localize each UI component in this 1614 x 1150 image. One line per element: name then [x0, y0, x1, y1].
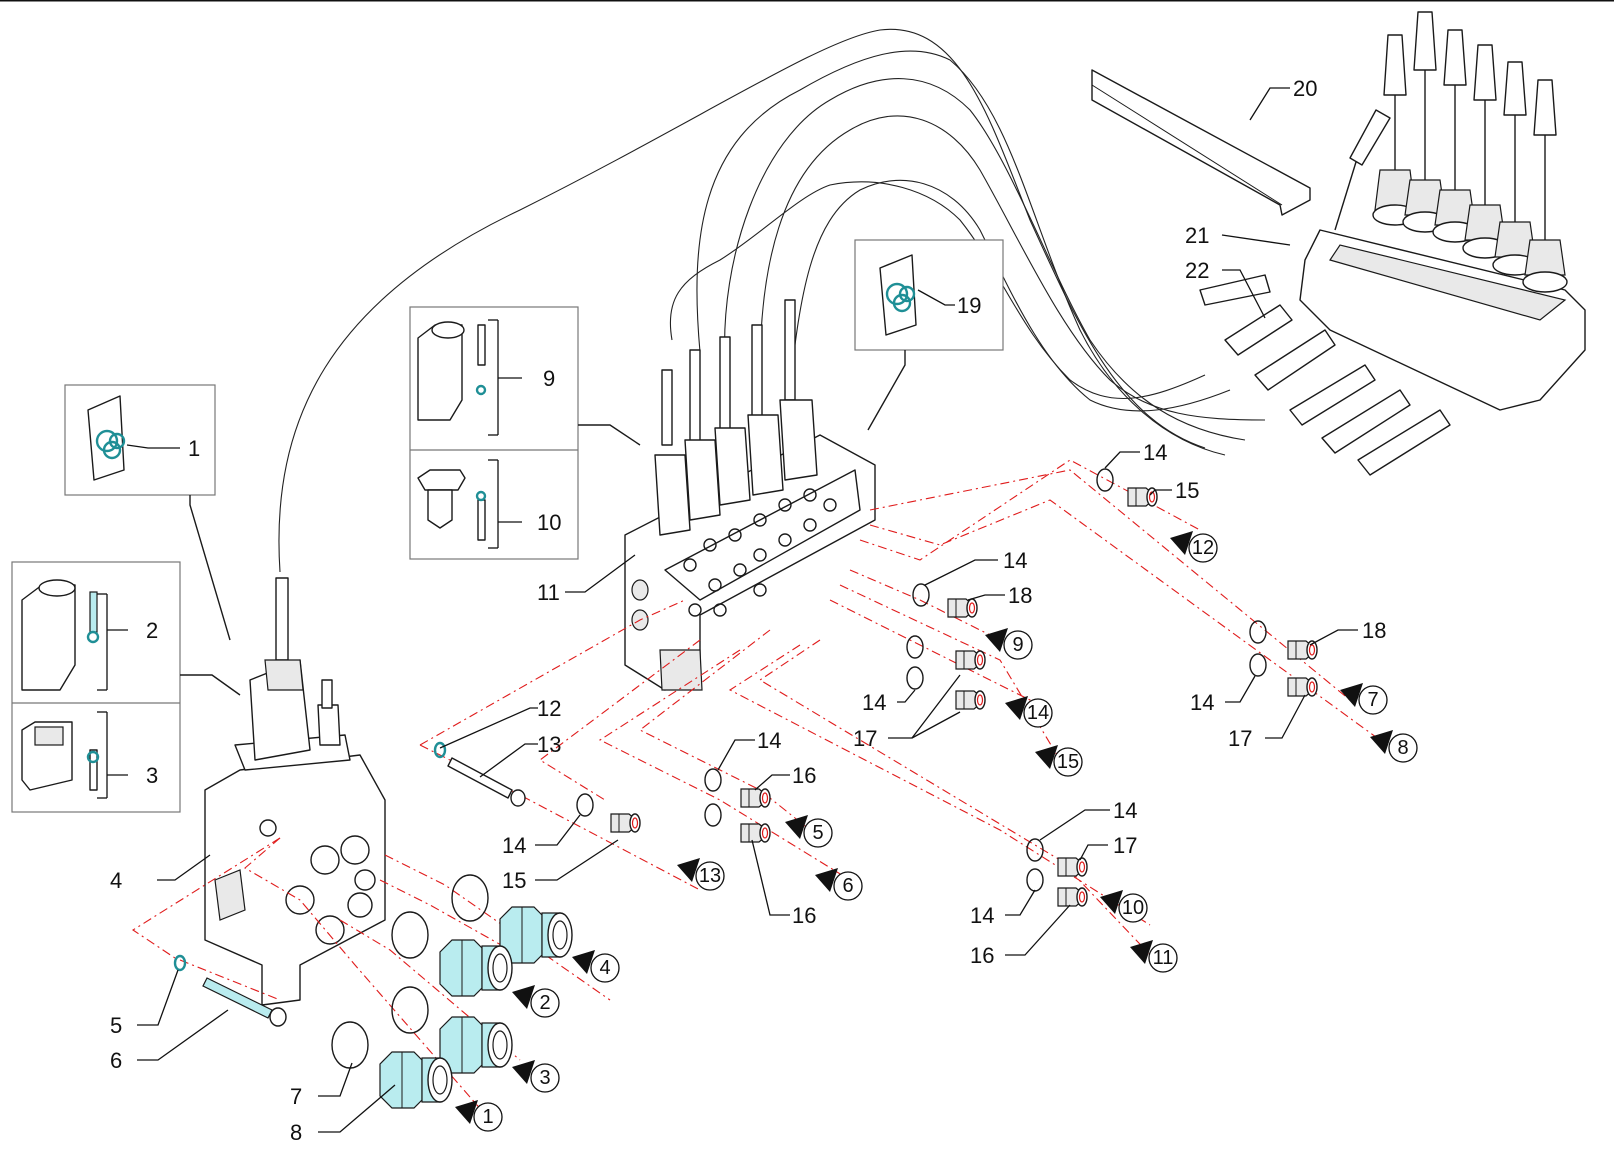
label-2: 2	[146, 618, 158, 643]
svg-text:9: 9	[1012, 634, 1023, 656]
svg-text:4: 4	[599, 957, 610, 979]
valve-block-11	[624, 299, 876, 691]
marker-8: 8	[1370, 730, 1418, 763]
marker-10: 10	[1100, 890, 1148, 923]
label-16-c: 16	[970, 943, 994, 968]
control-cables	[278, 28, 1266, 573]
kit-box-2-3	[11, 561, 241, 813]
label-8: 8	[290, 1120, 302, 1145]
svg-text:6: 6	[842, 875, 853, 897]
svg-text:3: 3	[539, 1067, 550, 1089]
marker-14: 14	[1005, 696, 1053, 728]
port-markers: 1 2 3 4 5 6 7 8 9 10 11 12 13 14 15	[455, 531, 1418, 1132]
label-14-a: 14	[502, 833, 526, 858]
label-9: 9	[543, 366, 555, 391]
label-15-b: 15	[1175, 478, 1199, 503]
svg-text:1: 1	[482, 1106, 493, 1128]
marker-1: 1	[455, 1100, 503, 1132]
svg-text:12: 12	[1192, 537, 1214, 559]
marker-6: 6	[815, 868, 863, 901]
joystick-control-unit	[1091, 11, 1586, 476]
kit-box-19	[854, 239, 1004, 431]
callout-leaders	[137, 87, 1358, 1133]
label-3: 3	[146, 763, 158, 788]
label-14-b: 14	[757, 728, 781, 753]
marker-7: 7	[1340, 683, 1388, 715]
label-16-a: 16	[792, 763, 816, 788]
svg-text:7: 7	[1367, 689, 1378, 711]
label-14-g: 14	[1113, 798, 1137, 823]
marker-4: 4	[572, 950, 620, 983]
label-14-f: 14	[1190, 690, 1214, 715]
kit-box-1	[64, 384, 231, 641]
label-17-c: 17	[1113, 833, 1137, 858]
valve-block-4	[204, 577, 386, 1006]
label-4: 4	[110, 868, 122, 893]
label-17-a: 17	[853, 726, 877, 751]
label-7: 7	[290, 1084, 302, 1109]
marker-3: 3	[512, 1060, 560, 1093]
label-18-a: 18	[1008, 583, 1032, 608]
label-5: 5	[110, 1013, 122, 1038]
label-17-b: 17	[1228, 726, 1252, 751]
label-13: 13	[537, 732, 561, 757]
svg-text:11: 11	[1153, 947, 1174, 969]
label-14-c: 14	[1003, 548, 1027, 573]
label-10: 10	[537, 510, 561, 535]
label-14-e: 14	[1143, 440, 1167, 465]
svg-text:2: 2	[539, 992, 550, 1014]
label-12: 12	[537, 696, 561, 721]
marker-12: 12	[1170, 531, 1218, 563]
label-16-b: 16	[792, 903, 816, 928]
svg-text:15: 15	[1057, 751, 1079, 773]
marker-2: 2	[512, 985, 560, 1018]
svg-text:5: 5	[812, 822, 823, 844]
label-22: 22	[1185, 258, 1209, 283]
label-18-b: 18	[1362, 618, 1386, 643]
label-21: 21	[1185, 223, 1209, 248]
kit-box-9-10	[409, 306, 641, 560]
seals-and-fittings	[173, 468, 1318, 1109]
svg-text:14: 14	[1027, 702, 1049, 724]
marker-9: 9	[985, 628, 1033, 660]
part-numbers: 1 2 3 4 5 6 7 8 9 10 11 12 13 14 14 14 1…	[110, 76, 1386, 1145]
svg-text:13: 13	[699, 865, 721, 887]
label-20: 20	[1293, 76, 1317, 101]
label-14-h: 14	[970, 903, 994, 928]
svg-text:8: 8	[1397, 737, 1408, 759]
assembly-dashed-lines	[131, 459, 1381, 1121]
marker-5: 5	[785, 815, 833, 848]
marker-13: 13	[677, 858, 725, 891]
label-11: 11	[537, 580, 560, 605]
label-14-d: 14	[862, 690, 886, 715]
label-15-a: 15	[502, 868, 526, 893]
label-6: 6	[110, 1048, 122, 1073]
svg-text:10: 10	[1122, 897, 1144, 919]
label-19: 19	[957, 293, 981, 318]
marker-15: 15	[1035, 745, 1083, 777]
marker-11: 11	[1130, 940, 1178, 973]
label-1: 1	[188, 436, 200, 461]
